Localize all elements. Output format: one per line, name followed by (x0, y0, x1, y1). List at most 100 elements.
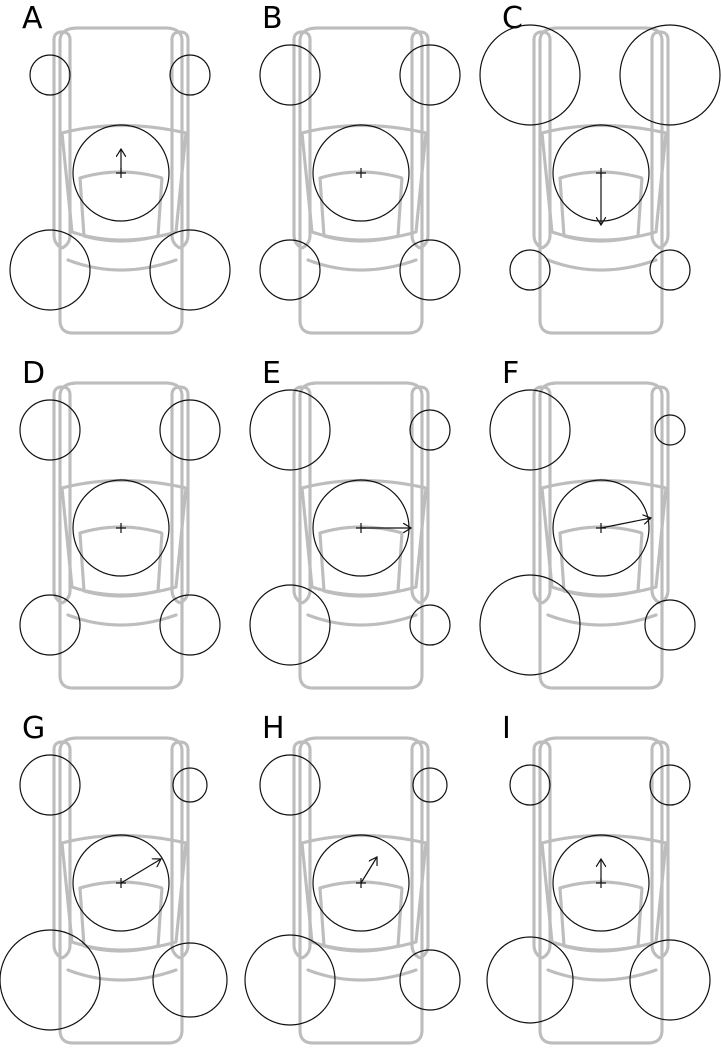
wheel-front-right (619, 24, 721, 126)
car-body-outline (298, 736, 424, 1045)
car-rear-curve (306, 968, 418, 982)
panel-e: E (249, 356, 451, 690)
center-of-mass-circle (72, 834, 170, 932)
car-rear-curve (66, 968, 178, 982)
center-of-mass-circle (312, 124, 410, 222)
wheel-front-left (259, 754, 321, 816)
panel-f: F (479, 356, 696, 690)
wheel-front-right (172, 767, 208, 803)
wheel-front-left (19, 754, 81, 816)
car-rear-curve (66, 258, 178, 272)
wheel-front-right (159, 399, 221, 461)
car-body-outline (58, 736, 184, 1045)
panel-label: E (262, 356, 281, 391)
car-seat-outline (318, 525, 404, 598)
wheel-rear-right (644, 599, 696, 651)
car-seat-outline (318, 880, 404, 953)
wheel-rear-right (159, 594, 221, 656)
panel-h: H (244, 711, 461, 1045)
car-rear-curve (546, 613, 658, 627)
wheel-front-left (489, 389, 571, 471)
direction-arrow (120, 859, 161, 884)
car-body-outline (538, 381, 664, 690)
center-cross-marker (116, 523, 126, 533)
car-body-outline (298, 26, 424, 335)
wheel-rear-left (244, 934, 336, 1026)
panel-label: F (502, 356, 519, 391)
car-left-strip (292, 740, 312, 960)
car-left-strip (532, 740, 552, 960)
panel-label: D (22, 356, 45, 391)
center-of-mass-circle (552, 834, 650, 932)
panel-i: I (486, 711, 711, 1045)
car-seat-outline (78, 170, 164, 243)
car-right-strip (410, 385, 430, 605)
panel-label: H (262, 711, 285, 746)
car-body-outline (58, 26, 184, 335)
center-of-mass-circle (72, 479, 170, 577)
panel-label: I (502, 711, 511, 746)
wheel-rear-right (649, 249, 691, 291)
car-right-strip (170, 30, 190, 250)
wheel-front-left (259, 44, 321, 106)
car-left-strip (532, 30, 552, 250)
car-seat-outline (558, 170, 644, 243)
car-left-strip (52, 740, 72, 960)
car-body-outline (298, 381, 424, 690)
car-left-strip (292, 30, 312, 250)
wheel-rear-left (9, 229, 91, 311)
car-left-strip (52, 385, 72, 605)
panel-b: B (259, 1, 461, 335)
car-left-strip (532, 385, 552, 605)
car-right-strip (170, 740, 190, 960)
wheel-rear-left (259, 239, 321, 301)
car-seat-outline (78, 525, 164, 598)
wheel-front-left (19, 399, 81, 461)
center-of-mass-circle (552, 479, 650, 577)
car-body-outline (58, 381, 184, 690)
wheel-front-right (169, 54, 211, 96)
car-right-strip (650, 385, 670, 605)
wheel-rear-left (486, 936, 574, 1024)
wheel-front-left (249, 389, 331, 471)
wheel-front-left (29, 54, 71, 96)
wheel-front-right (412, 767, 448, 803)
wheel-rear-right (629, 939, 711, 1021)
car-seat-outline (318, 170, 404, 243)
wheel-front-right (649, 764, 691, 806)
center-of-mass-circle (72, 124, 170, 222)
panel-c: C (479, 1, 721, 335)
panel-a: A (9, 1, 231, 335)
panel-label: C (502, 1, 523, 36)
wheel-rear-left (479, 574, 581, 676)
car-body-outline (538, 736, 664, 1045)
car-rear-curve (546, 968, 658, 982)
car-rear-curve (546, 258, 658, 272)
wheel-rear-right (152, 942, 228, 1018)
car-seat-outline (558, 880, 644, 953)
center-of-mass-circle (312, 834, 410, 932)
car-seat-outline (558, 525, 644, 598)
wheel-rear-left (0, 929, 101, 1031)
car-right-strip (650, 30, 670, 250)
wheel-rear-right (149, 229, 231, 311)
center-cross-marker (356, 168, 366, 178)
wheel-front-left (479, 24, 581, 126)
panel-label: B (262, 1, 283, 36)
wheel-front-right (654, 414, 686, 446)
wheel-rear-left (19, 594, 81, 656)
car-rear-curve (306, 613, 418, 627)
car-body-outline (538, 26, 664, 335)
wheel-front-right (409, 409, 451, 451)
direction-arrow (360, 857, 377, 884)
panel-g: G (0, 711, 228, 1045)
car-right-strip (650, 740, 670, 960)
panel-d: D (19, 356, 221, 690)
wheel-front-left (509, 764, 551, 806)
wheel-rear-right (409, 604, 451, 646)
direction-arrow (600, 518, 651, 529)
car-seat-outline (78, 880, 164, 953)
panel-label: A (22, 1, 43, 36)
